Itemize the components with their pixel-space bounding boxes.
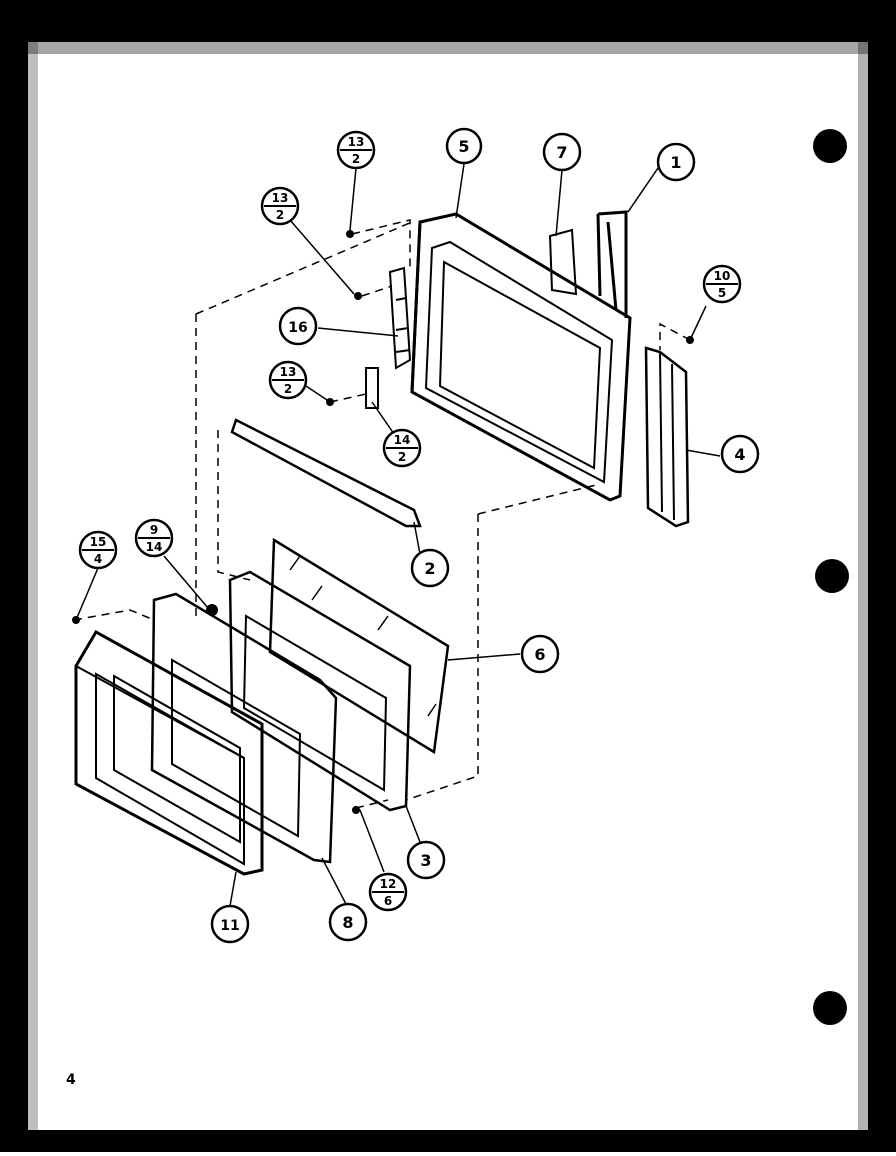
fraction-callout-13-2-top: 13 2 [336,130,376,170]
callout-5: 5 [445,127,483,165]
svg-text:14: 14 [394,433,411,447]
svg-text:2: 2 [398,450,406,464]
fraction-callout-14-2: 14 2 [382,428,422,468]
binder-hole [813,991,847,1025]
svg-text:6: 6 [534,645,545,664]
callout-7: 7 [542,132,582,172]
callout-6: 6 [520,634,560,674]
svg-text:16: 16 [288,320,307,336]
callout-11: 11 [210,904,250,944]
svg-text:3: 3 [420,851,431,870]
svg-text:1: 1 [670,153,681,172]
rail-part-2 [230,418,422,528]
bracket-part-7 [548,228,578,296]
callout-8: 8 [328,902,368,942]
fraction-callout-9-14: 9 14 [134,518,174,558]
door-frame-part-5 [410,212,632,502]
hinge-part-16 [388,266,412,370]
svg-text:12: 12 [380,877,397,891]
callout-16: 16 [278,306,318,346]
svg-text:13: 13 [348,135,365,149]
svg-text:13: 13 [272,191,289,205]
binder-hole [815,559,849,593]
svg-text:7: 7 [556,143,567,162]
svg-text:8: 8 [342,913,353,932]
binder-hole [813,129,847,163]
callout-3: 3 [406,840,446,880]
svg-text:6: 6 [384,894,392,908]
svg-text:2: 2 [352,152,360,166]
glass-panel-part-6 [268,537,450,755]
fasteners [72,230,694,814]
callout-2: 2 [410,548,450,588]
fraction-callout-13-2-lower: 13 2 [268,360,308,400]
svg-text:14: 14 [146,540,163,554]
fraction-callout-13-2-left: 13 2 [260,186,300,226]
fraction-callout-10-5: 10 5 [702,264,742,304]
svg-text:5: 5 [458,137,469,156]
svg-text:11: 11 [220,918,239,934]
page-number: 4 [66,1072,76,1088]
fraction-callout-15-4: 15 4 [78,530,118,570]
svg-text:9: 9 [150,523,158,537]
svg-text:2: 2 [284,382,292,396]
outer-trim-part-11 [74,629,264,876]
svg-text:10: 10 [714,269,731,283]
fraction-callout-12-6: 12 6 [368,872,408,912]
svg-text:4: 4 [94,552,102,566]
callout-1: 1 [656,142,696,182]
leader-lines [75,163,721,907]
handle-part-1 [596,210,628,318]
side-strip-part-4 [644,346,690,528]
bracket-part-14 [365,367,379,409]
assembly-lines [73,219,691,809]
svg-text:5: 5 [718,286,726,300]
callout-4: 4 [720,434,760,474]
svg-text:4: 4 [734,445,745,464]
svg-text:2: 2 [424,559,435,578]
svg-text:13: 13 [280,365,297,379]
middle-panel-part-8 [150,592,338,864]
svg-text:15: 15 [90,535,107,549]
svg-text:2: 2 [276,208,284,222]
